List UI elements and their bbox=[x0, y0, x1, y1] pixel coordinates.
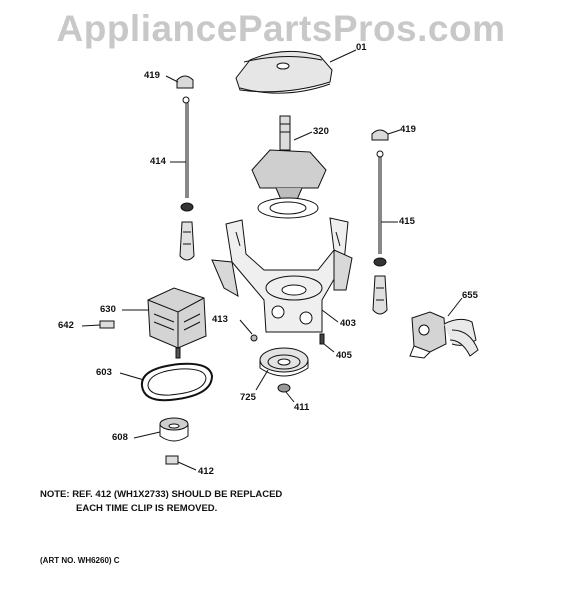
screw-405[interactable] bbox=[319, 333, 325, 345]
leader-642 bbox=[81, 324, 101, 327]
callout-413: 413 bbox=[212, 314, 228, 325]
pulley-725[interactable] bbox=[259, 347, 309, 377]
callout-608: 608 bbox=[112, 432, 128, 443]
cap-419-right[interactable] bbox=[371, 129, 389, 141]
callout-419-left: 419 bbox=[144, 70, 160, 81]
nut-411[interactable] bbox=[277, 383, 291, 393]
callout-725: 725 bbox=[240, 392, 256, 403]
leader-419a bbox=[165, 75, 179, 83]
callout-642: 642 bbox=[58, 320, 74, 331]
motor-630[interactable] bbox=[147, 287, 207, 359]
callout-415: 415 bbox=[399, 216, 415, 227]
leader-320 bbox=[293, 131, 313, 141]
drive-belt-603[interactable] bbox=[140, 362, 214, 402]
callout-320: 320 bbox=[313, 126, 329, 137]
cap-419-left[interactable] bbox=[176, 75, 194, 89]
callout-419-right: 419 bbox=[400, 124, 416, 135]
callout-01: 01 bbox=[356, 42, 367, 53]
leader-412 bbox=[177, 461, 197, 471]
leader-413 bbox=[239, 319, 253, 335]
watermark: AppliancePartsPros.com bbox=[56, 8, 506, 49]
callout-412: 412 bbox=[198, 466, 214, 477]
tub-cover-part[interactable] bbox=[235, 50, 333, 94]
leader-411 bbox=[285, 391, 295, 403]
callout-603: 603 bbox=[96, 367, 112, 378]
art-number: (ART NO. WH6260) C bbox=[40, 556, 120, 565]
suspension-rod-414[interactable] bbox=[179, 96, 195, 261]
callout-414: 414 bbox=[150, 156, 166, 167]
leader-419b bbox=[387, 129, 401, 135]
note-line-1: NOTE: REF. 412 (WH1X2733) SHOULD BE REPL… bbox=[40, 489, 283, 500]
callout-405: 405 bbox=[336, 350, 352, 361]
leader-405 bbox=[323, 343, 335, 353]
suspension-rod-415[interactable] bbox=[372, 150, 388, 315]
callout-411: 411 bbox=[294, 402, 310, 413]
leader-01 bbox=[329, 49, 357, 63]
callout-403: 403 bbox=[340, 318, 356, 329]
leader-655 bbox=[447, 297, 463, 317]
key-642[interactable] bbox=[99, 320, 115, 329]
replacement-note: NOTE: REF. 412 (WH1X2733) SHOULD BE REPL… bbox=[40, 488, 282, 516]
leader-725 bbox=[255, 369, 269, 391]
leader-608 bbox=[133, 431, 161, 439]
transmission-320[interactable] bbox=[251, 115, 327, 219]
callout-655: 655 bbox=[462, 290, 478, 301]
leader-603 bbox=[119, 372, 145, 381]
clip-412[interactable] bbox=[165, 455, 179, 465]
callout-630: 630 bbox=[100, 304, 116, 315]
leader-403 bbox=[321, 309, 339, 323]
nut-413[interactable] bbox=[250, 334, 258, 342]
note-line-2: EACH TIME CLIP IS REMOVED. bbox=[76, 503, 218, 514]
pump-655[interactable] bbox=[409, 311, 479, 359]
mounting-plate-403[interactable] bbox=[211, 217, 353, 333]
coupling-608[interactable] bbox=[159, 417, 189, 442]
